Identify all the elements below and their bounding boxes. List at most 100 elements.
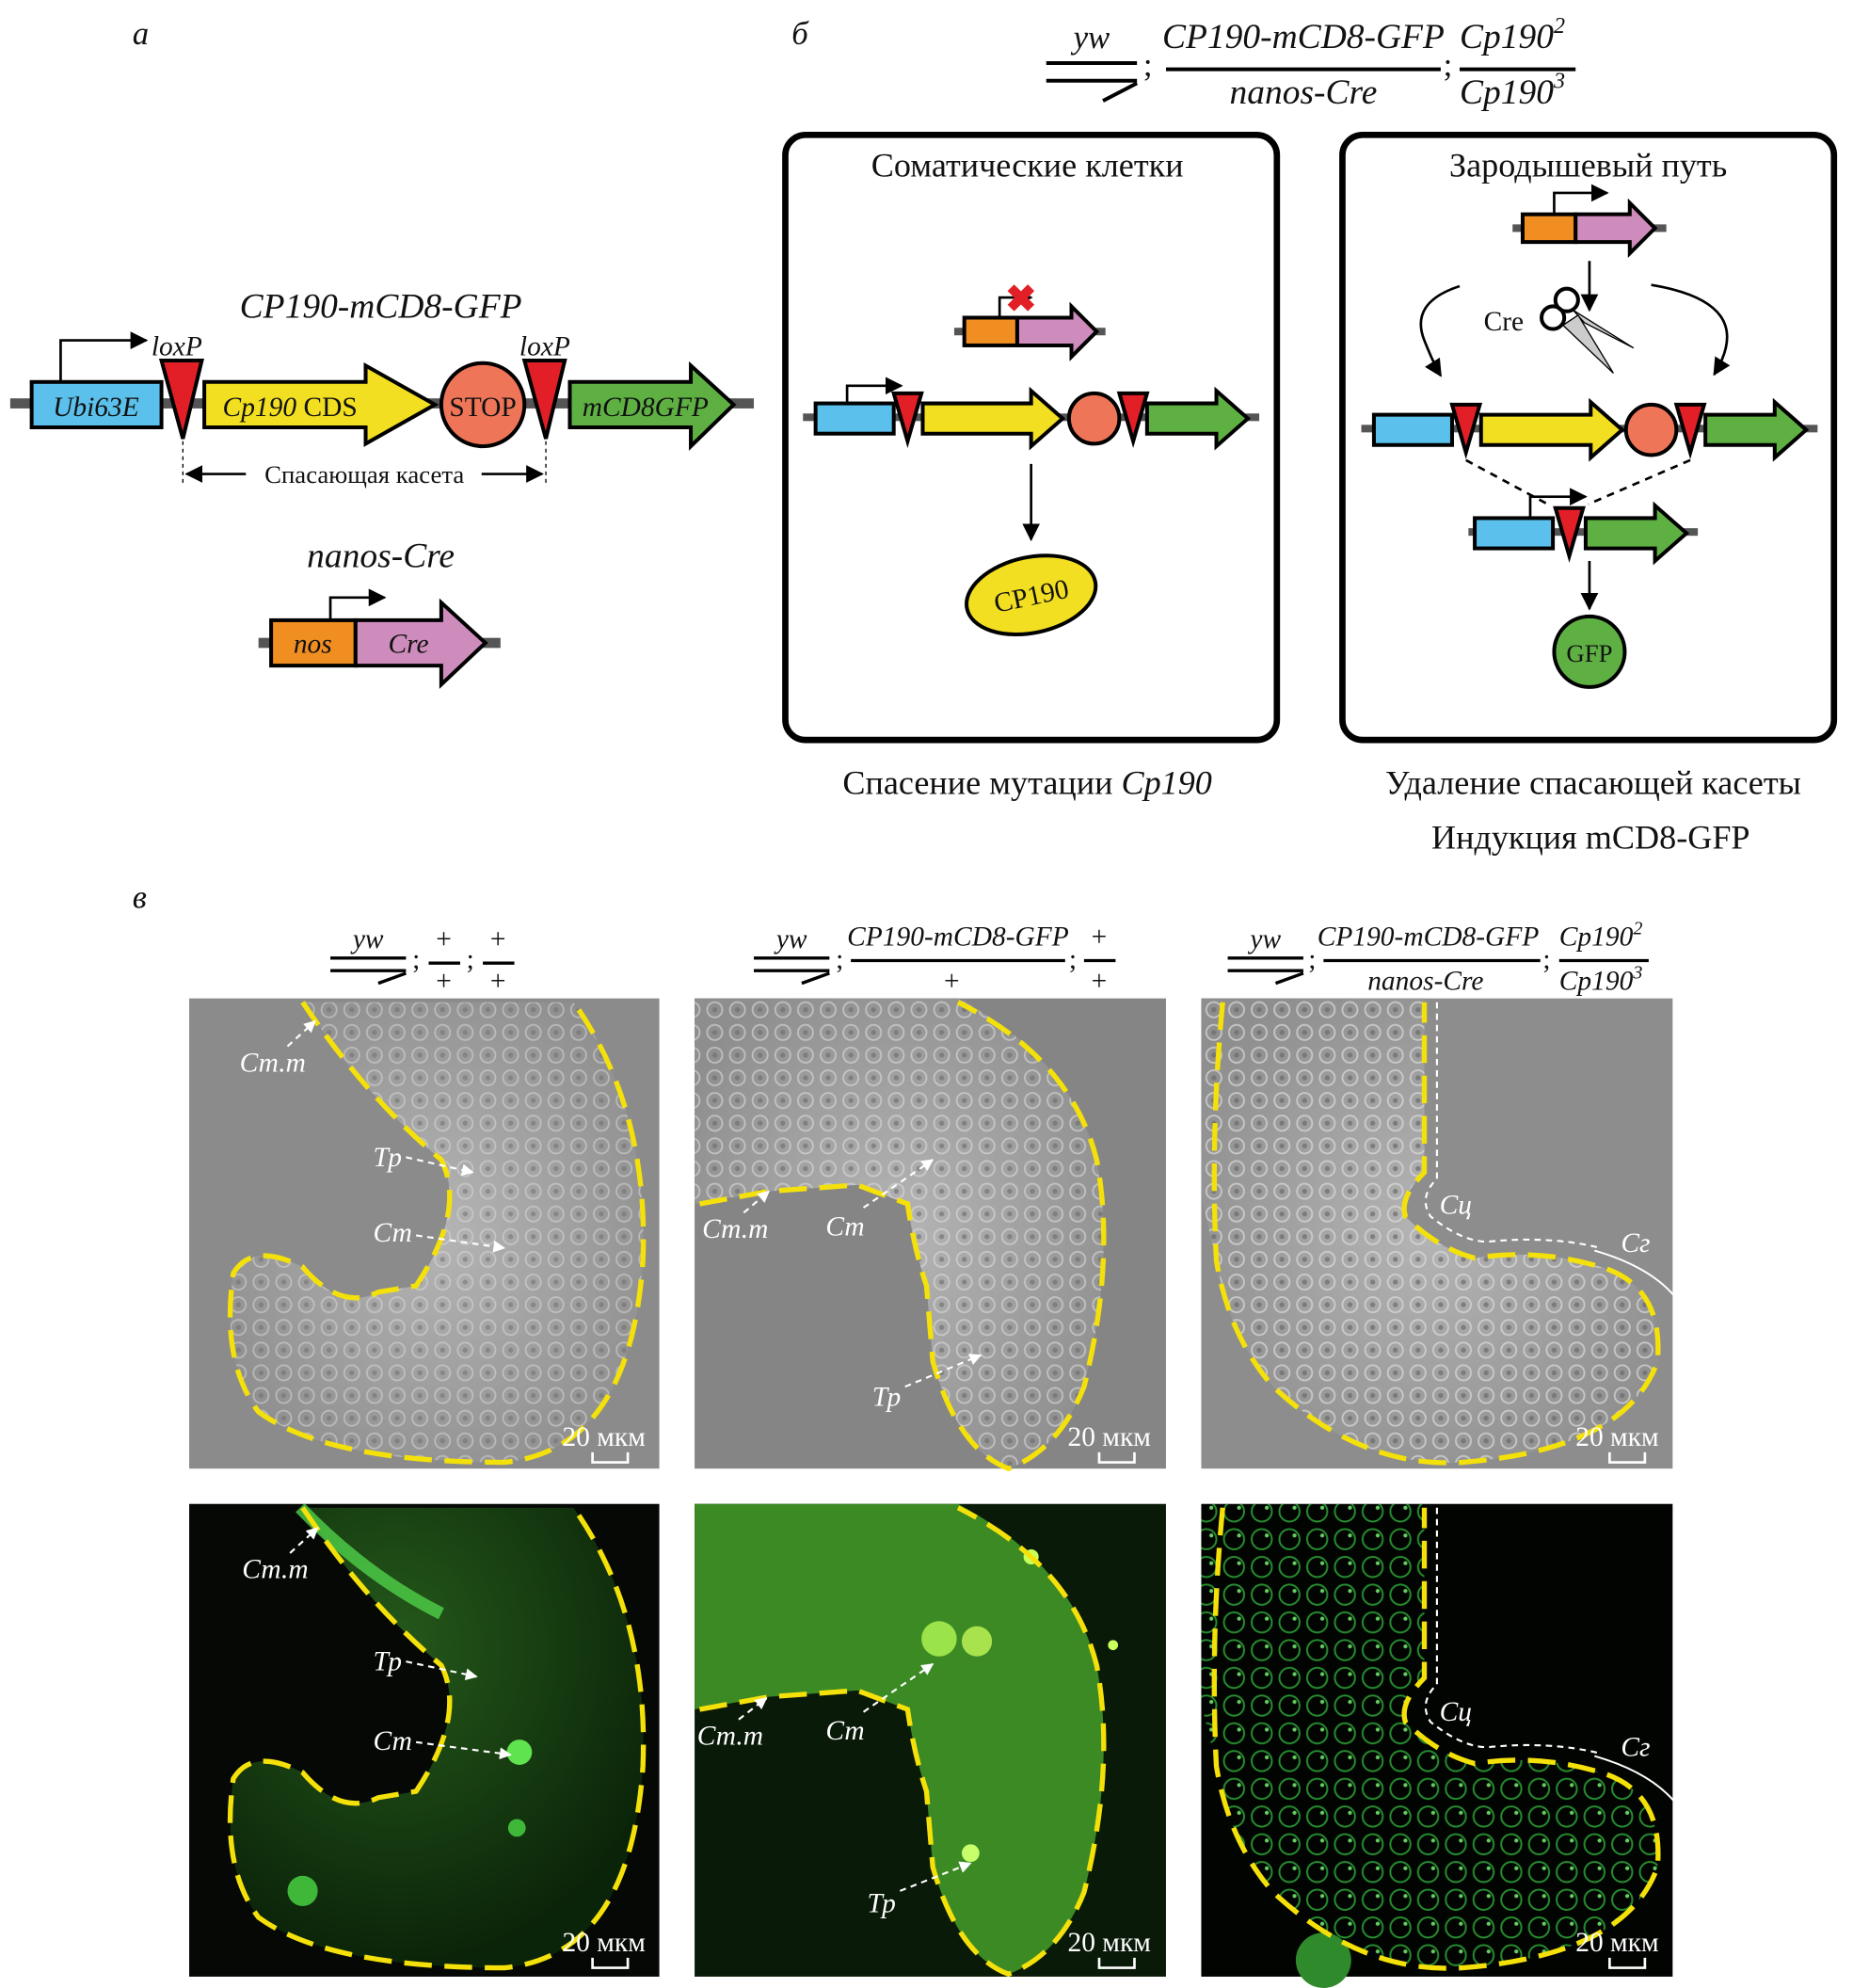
genotype-col2: yw ; CP190-mCD8-GFP + ; + + bbox=[754, 922, 1116, 996]
construct-cp190-mcd8-gfp: CP190-mCD8-GFP Ubi63E loxP Cp190 CDS STO… bbox=[9, 287, 755, 489]
label-st: Ст bbox=[825, 1716, 864, 1746]
col3-x: yw bbox=[1247, 924, 1281, 954]
genotype-chr3-bottom: Cp1903 bbox=[1460, 70, 1565, 112]
panel-label-c: в bbox=[133, 878, 147, 915]
micrograph-phase-1 bbox=[189, 998, 660, 1469]
scale-bar-label: 20 мкм bbox=[1067, 1422, 1150, 1452]
cds-gene-name: Cp190 bbox=[223, 393, 297, 423]
cassette-label: Спасающая касета bbox=[264, 460, 464, 489]
col1-c2-bottom: + bbox=[436, 966, 452, 996]
col2-c3-top: + bbox=[1092, 922, 1108, 952]
label-tr: Тр bbox=[868, 1889, 896, 1919]
label-stm: Ст.т bbox=[702, 1214, 768, 1244]
construct-nanos-cre: nanos-Cre nos Cre bbox=[258, 537, 501, 689]
panel-label-a: а bbox=[133, 15, 149, 52]
loxp-left-triangle-icon bbox=[158, 359, 204, 440]
col1-c2-top: + bbox=[436, 924, 452, 954]
micrograph-gfp-2 bbox=[695, 1503, 1166, 1978]
cre-arrow bbox=[353, 598, 488, 689]
col1-c3-top: + bbox=[490, 924, 506, 954]
germline-caption-line2: Индукция mCD8-GFP bbox=[1431, 818, 1750, 856]
chr3-top-allele: Cp190 bbox=[1460, 18, 1554, 56]
col2-c3-bottom: + bbox=[1092, 966, 1108, 996]
svg-text:;: ; bbox=[1542, 945, 1550, 975]
scale-bar-label: 20 мкм bbox=[1575, 1422, 1658, 1452]
gfp-protein-label: GFP bbox=[1566, 639, 1612, 667]
label-tr: Тр bbox=[374, 1647, 402, 1677]
cre-enzyme-label: Cre bbox=[1484, 307, 1525, 337]
col3-c3-bottom-sup: 3 bbox=[1632, 962, 1642, 983]
annotations: Ст.т Тр Ст Ст.т Ст Тр Сц Сг Ст.т Тр Ст С… bbox=[240, 1019, 1651, 1919]
scale-bar-label: 20 мкм bbox=[562, 1422, 645, 1452]
svg-text:;: ; bbox=[1308, 945, 1316, 975]
stop-signal-circle bbox=[439, 361, 527, 449]
transcription-start-arrow-icon bbox=[328, 588, 387, 620]
ubi63e-promoter-box bbox=[29, 379, 164, 430]
chr3-bottom-sup: 3 bbox=[1553, 70, 1565, 94]
construct-title: CP190-mCD8-GFP bbox=[240, 287, 522, 326]
micrograph-phase-2 bbox=[695, 998, 1166, 1472]
label-st: Ст bbox=[825, 1211, 864, 1242]
label-stm: Ст.т bbox=[240, 1048, 306, 1078]
genotype-col1: yw ; + + ; + + bbox=[330, 924, 515, 996]
svg-text:;: ; bbox=[1069, 945, 1077, 975]
label-tr: Тр bbox=[374, 1143, 402, 1173]
scissors-icon bbox=[1540, 286, 1635, 374]
label-sg: Сг bbox=[1621, 1228, 1650, 1259]
driver-gene-label: Cre bbox=[389, 630, 429, 660]
genotype-x: yw bbox=[1071, 19, 1110, 56]
label-st: Ст bbox=[374, 1218, 412, 1248]
svg-text:;: ; bbox=[1444, 46, 1453, 83]
svg-text:;: ; bbox=[467, 945, 474, 975]
driver-title: nanos-Cre bbox=[307, 537, 455, 576]
col3-c3-bottom: Cp190 bbox=[1559, 966, 1634, 996]
svg-text:Cp1903: Cp1903 bbox=[1559, 962, 1643, 996]
col3-c3-top-sup: 2 bbox=[1633, 918, 1642, 938]
somatic-caption: Спасение мутации Cp190 bbox=[842, 764, 1211, 802]
label-sc: Сц bbox=[1440, 1697, 1472, 1727]
col2-x: yw bbox=[774, 924, 807, 954]
genotype-chr3-top: Cp1902 bbox=[1460, 14, 1565, 56]
label-sg: Сг bbox=[1621, 1733, 1650, 1763]
micrograph-gfp-1 bbox=[189, 1503, 660, 1977]
col1-x: yw bbox=[350, 924, 384, 954]
scale-bars: 20 мкм 20 мкм 20 мкм 20 мкм 20 мкм 20 мк… bbox=[562, 1422, 1659, 1969]
scale-bar-label: 20 мкм bbox=[562, 1928, 645, 1958]
panel-b-genotype: yw ; CP190-mCD8-GFP nanos-Cre ; Cp1902 C… bbox=[1046, 14, 1576, 112]
svg-text:;: ; bbox=[836, 945, 843, 975]
somatic-caption-gene: Cp190 bbox=[1121, 764, 1211, 802]
driver-promoter-label: nos bbox=[294, 630, 332, 660]
somatic-cells-box: Соматические клетки ✖ CP190 bbox=[782, 131, 1281, 744]
chr3-bottom-allele: Cp190 bbox=[1460, 73, 1554, 112]
promoter-label: Ubi63E bbox=[53, 393, 139, 423]
panel-label-b: б bbox=[791, 15, 809, 52]
label-tr: Тр bbox=[872, 1382, 901, 1412]
col2-c2-top: CP190-mCD8-GFP bbox=[847, 922, 1069, 952]
label-st: Ст bbox=[374, 1726, 412, 1756]
cds-label: Cp190 CDS bbox=[223, 393, 358, 423]
col1-c3-bottom: + bbox=[490, 966, 506, 996]
reporter-label: mCD8GFP bbox=[583, 393, 709, 423]
loxp-left-label: loxP bbox=[152, 332, 202, 362]
cds-suffix: CDS bbox=[296, 393, 358, 423]
germline-title: Зародышевый путь bbox=[1449, 146, 1727, 184]
cp190-cds-arrow bbox=[202, 361, 439, 447]
somatic-title: Соматические клетки bbox=[871, 146, 1184, 184]
mcd8gfp-arrow bbox=[567, 361, 737, 451]
stop-label: STOP bbox=[449, 393, 517, 423]
micrograph-gfp-3 bbox=[1201, 1503, 1678, 1988]
col3-c2-top: CP190-mCD8-GFP bbox=[1318, 922, 1540, 952]
transcription-start-arrow-icon bbox=[59, 331, 149, 382]
svg-text:;: ; bbox=[1143, 46, 1153, 83]
micrograph-phase-3 bbox=[1201, 998, 1678, 1469]
somatic-caption-text: Спасение мутации bbox=[842, 764, 1121, 802]
loxp-right-triangle-icon bbox=[521, 359, 567, 440]
col3-c2-bottom: nanos-Cre bbox=[1367, 966, 1483, 996]
germline-box: Зародышевый путь Cre GFP bbox=[1339, 131, 1838, 744]
genotype-chr2-bottom: nanos-Cre bbox=[1229, 73, 1377, 112]
loxp-right-label: loxP bbox=[519, 332, 570, 362]
scale-bar-label: 20 мкм bbox=[1067, 1928, 1150, 1958]
col3-c3-top: Cp190 bbox=[1559, 922, 1634, 952]
label-stm: Ст.т bbox=[242, 1555, 308, 1585]
